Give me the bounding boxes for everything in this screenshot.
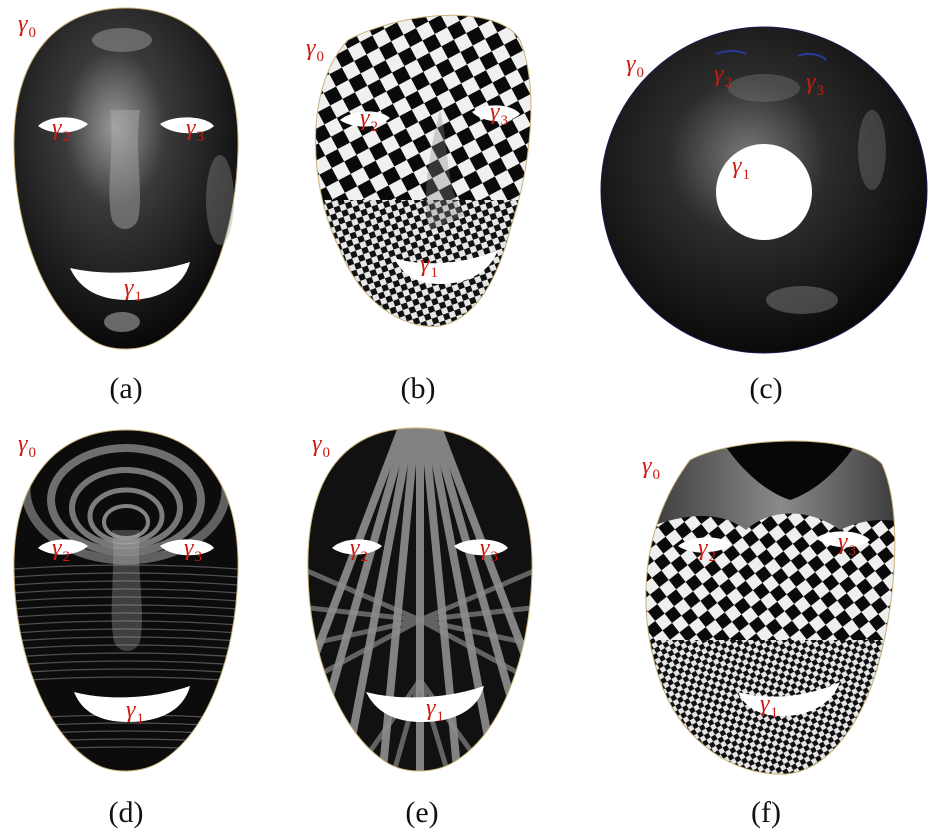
face-mask-concentric-stripes bbox=[13, 429, 239, 772]
panel-c: γ0 γ2 γ3 γ1 (c) bbox=[592, 0, 942, 405]
caption-c: (c) bbox=[749, 372, 783, 405]
gamma0-label: γ0 bbox=[642, 453, 660, 483]
gamma0-label: γ0 bbox=[626, 51, 644, 81]
annulus-map bbox=[600, 26, 928, 354]
caption-d: (d) bbox=[108, 796, 144, 829]
panel-b: γ0 γ2 γ3 γ1 (b) bbox=[290, 0, 590, 405]
panel-a: γ0 γ2 γ3 γ1 (a) bbox=[0, 0, 310, 405]
gamma3-label: γ3 bbox=[184, 535, 202, 565]
caption-b: (b) bbox=[400, 372, 436, 405]
face-mask-checkerboard bbox=[315, 14, 532, 327]
gamma1-label: γ1 bbox=[760, 691, 778, 721]
gamma2-label: γ2 bbox=[360, 105, 378, 135]
panel-f: γ0 γ2 γ3 γ1 (f) bbox=[620, 420, 942, 840]
gamma3-label: γ3 bbox=[490, 99, 508, 129]
gamma0-label: γ0 bbox=[306, 35, 324, 65]
gamma2-label: γ2 bbox=[52, 115, 70, 145]
caption-a: (a) bbox=[109, 372, 143, 405]
gamma3-label: γ3 bbox=[838, 529, 856, 559]
caption-e: (e) bbox=[405, 796, 439, 829]
panel-e: γ0 γ2 γ3 γ1 (e) bbox=[296, 420, 606, 840]
gamma0-label: γ0 bbox=[312, 431, 330, 461]
gamma3-label: γ3 bbox=[186, 115, 204, 145]
gamma2-label: γ2 bbox=[698, 535, 716, 565]
face-mask-radial-stripes bbox=[307, 427, 533, 772]
panel-d: γ0 γ2 γ3 γ1 (d) bbox=[0, 420, 310, 840]
gamma0-label: γ0 bbox=[18, 11, 36, 41]
gamma2-label: γ2 bbox=[52, 535, 70, 565]
gamma1-label: γ1 bbox=[732, 153, 750, 183]
gamma1-label: γ1 bbox=[126, 697, 144, 727]
gamma3-label: γ3 bbox=[480, 535, 498, 565]
gamma3-label: γ3 bbox=[806, 69, 824, 99]
face-mask-shaded bbox=[13, 7, 239, 350]
caption-f: (f) bbox=[751, 796, 781, 829]
gamma2-label: γ2 bbox=[714, 61, 732, 91]
gamma1-label: γ1 bbox=[124, 275, 142, 305]
face-mask-checkerboard-partial bbox=[645, 440, 896, 775]
gamma1-label: γ1 bbox=[426, 695, 444, 725]
gamma2-label: γ2 bbox=[350, 535, 368, 565]
gamma1-label: γ1 bbox=[420, 251, 438, 281]
gamma0-label: γ0 bbox=[18, 431, 36, 461]
